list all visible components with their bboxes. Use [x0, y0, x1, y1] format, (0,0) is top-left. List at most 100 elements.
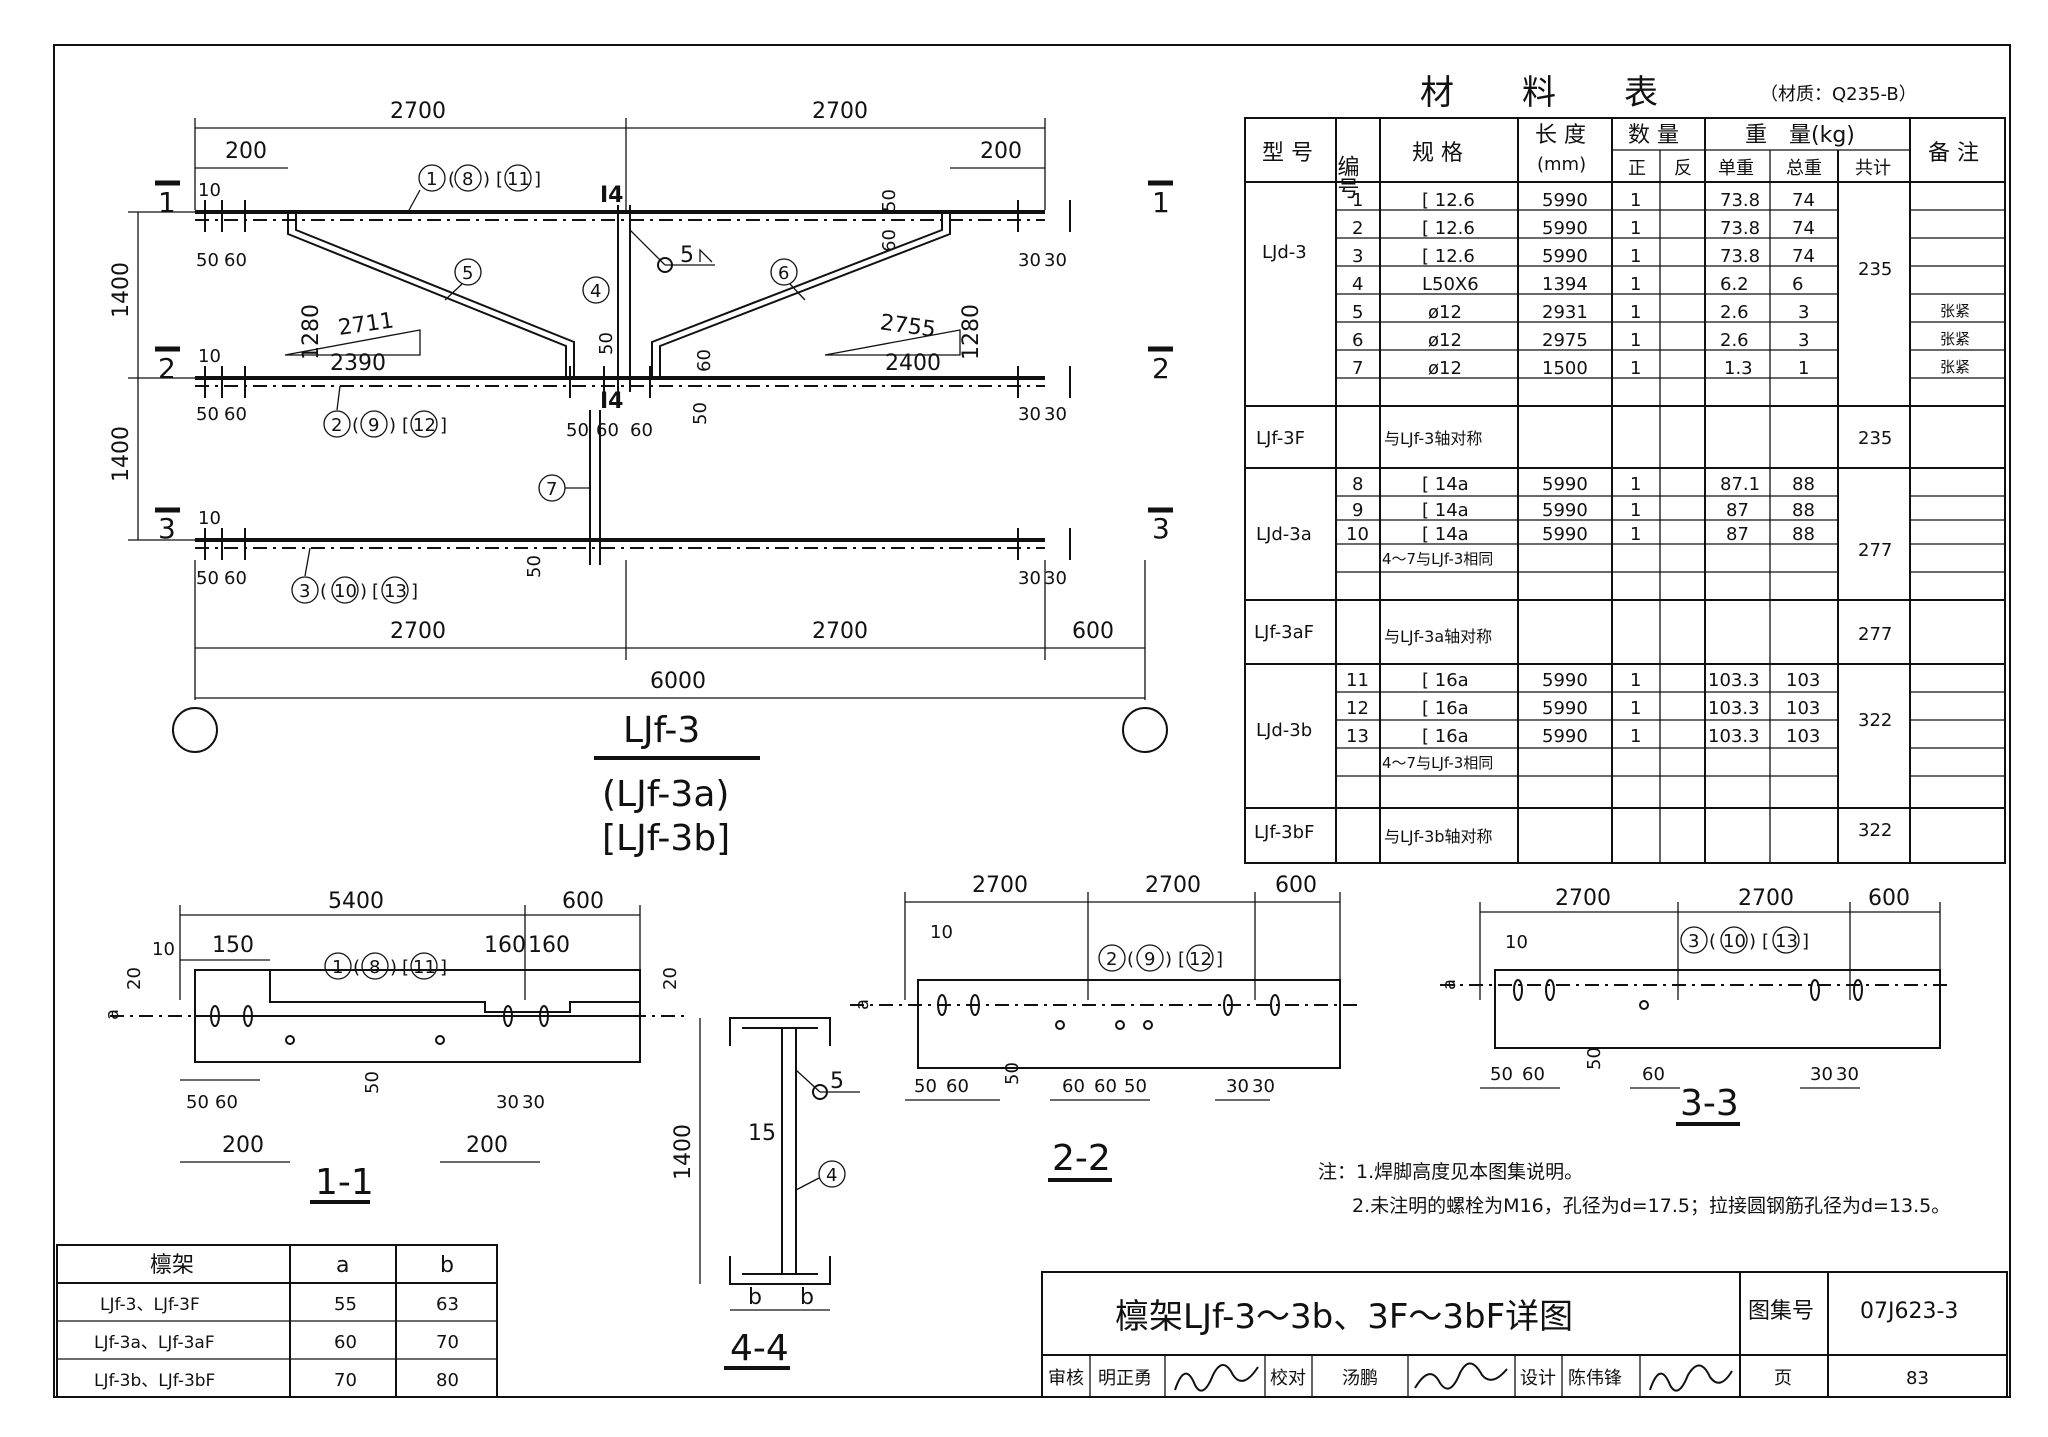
s22-dim-60a: 60: [946, 1076, 969, 1097]
th-qty-pos: 正: [1628, 158, 1646, 179]
row-unit: 87: [1726, 524, 1749, 545]
dim-center-60b: 60: [630, 420, 653, 441]
main-view-subtitle-b: [LJf-3b]: [602, 818, 730, 859]
row-no: 2: [1352, 218, 1363, 239]
row-no: 13: [1346, 726, 1369, 747]
s11-dim-30b: 30: [522, 1092, 545, 1113]
table-row: 8 [ 14a 5990 1 87.1 88: [1352, 474, 1815, 495]
s22-callout-2: 2: [1106, 949, 1117, 970]
dim-10-row1: 10: [198, 180, 221, 201]
section-1-1-title: 1-1: [315, 1162, 374, 1203]
row-unit: 1.3: [1724, 358, 1753, 379]
callout-3: 3: [299, 581, 310, 602]
ab-row-2-name: LJf-3b、LJf-3bF: [94, 1371, 215, 1391]
s11-dim-160b: 160: [528, 933, 570, 958]
th-length-unit: (mm): [1537, 154, 1586, 175]
slope-right-rise: 1280: [959, 304, 984, 360]
row-no: 12: [1346, 698, 1369, 719]
slope-left-run: 2390: [330, 351, 386, 376]
row-len: 5990: [1542, 726, 1588, 747]
s33-callout-10: 10: [1723, 931, 1746, 952]
title-block: 檩架LJf-3～3b、3F～3bF详图 图集号 07J623-3 审核 明正勇 …: [1041, 1271, 2008, 1398]
dims-5060: 50 60 50 60 50 60: [196, 250, 247, 589]
row-total: 3: [1798, 302, 1809, 323]
s33-dim-600: 600: [1868, 886, 1910, 911]
th-type: 型 号: [1262, 141, 1313, 166]
s22-dim-600: 600: [1275, 873, 1317, 898]
row-total: 1: [1798, 358, 1809, 379]
row-total: 74: [1792, 190, 1815, 211]
s11-dim-600: 600: [562, 889, 604, 914]
weld-size-5: 5: [680, 243, 694, 268]
callout-13: 13: [384, 581, 407, 602]
row-no: 5: [1352, 302, 1363, 323]
svg-text:[: [: [402, 957, 409, 978]
s11-dim-50: 50: [186, 1092, 209, 1113]
th-qty-neg: 反: [1674, 158, 1692, 179]
table-row: 11 [ 16a 5990 1 103.3 103: [1346, 670, 1820, 691]
check-label: 校对: [1270, 1368, 1306, 1389]
row-note: 张紧: [1940, 302, 1970, 320]
s33-dim-50: 50: [1490, 1064, 1513, 1085]
s11-dim-160a: 160: [484, 933, 526, 958]
group-type-ljd-3: LJd-3: [1262, 242, 1307, 263]
hole-ticks: [204, 200, 1071, 560]
drawing-title: 檩架LJf-3～3b、3F～3bF详图: [1115, 1297, 1573, 1337]
row-no: 8: [1352, 474, 1363, 495]
ab-table: 檩架 a b LJf-3、LJf-3F 55 63 LJf-3a、LJf-3aF…: [56, 1244, 498, 1398]
svg-text:): ): [483, 169, 490, 190]
row-spec: [ 14a: [1422, 524, 1469, 545]
row-qty: 1: [1630, 190, 1641, 211]
s33-dim-10: 10: [1505, 932, 1528, 953]
dim-50-r3: 50: [196, 568, 219, 589]
table-row: 13 [ 16a 5990 1 103.3 103: [1346, 726, 1820, 747]
s22-dim-50a: 50: [914, 1076, 937, 1097]
row-unit: 103.3: [1708, 698, 1760, 719]
s44-weld-5: 5: [830, 1069, 844, 1094]
row-qty: 1: [1630, 474, 1641, 495]
row-unit: 103.3: [1708, 726, 1760, 747]
table-row: LJf-3b、LJf-3bF 70 80: [94, 1370, 459, 1391]
chord-lines: [195, 210, 1045, 549]
design-label: 设计: [1520, 1368, 1556, 1389]
svg-text:[: [: [372, 581, 379, 602]
dim-center-50: 50: [566, 420, 589, 441]
ab-row-0-name: LJf-3、LJf-3F: [100, 1295, 200, 1315]
cut-mark-1-right: 1: [1152, 186, 1170, 219]
row-total: 103: [1786, 726, 1820, 747]
row-total: 103: [1786, 698, 1820, 719]
s11-dim-20-left: 20: [124, 967, 145, 990]
main-view: 2700 2700 200 200 1400 1400 1 2 3 1 2 3: [109, 99, 1173, 859]
svg-text:]: ]: [534, 169, 541, 190]
table-row: 5 ø12 2931 1 2.6 3 张紧: [1352, 302, 1970, 323]
dim-center-60a: 60: [596, 420, 619, 441]
s33-dim-30a: 30: [1810, 1064, 1833, 1085]
table-row: 6 ø12 2975 1 2.6 3 张紧: [1352, 330, 1970, 351]
svg-text:]: ]: [1802, 931, 1809, 952]
row-note: 张紧: [1940, 330, 1970, 348]
s11-dim-a: a: [102, 1009, 123, 1020]
svg-text:): ): [390, 957, 397, 978]
s11-dim-200a: 200: [222, 1133, 264, 1158]
svg-text:[: [: [1178, 949, 1185, 970]
svg-text:): ): [1749, 931, 1756, 952]
row-len: 5990: [1542, 524, 1588, 545]
dim-1400-bottom: 1400: [109, 426, 134, 482]
row-no: 4: [1352, 274, 1363, 295]
designer-name: 陈伟锋: [1568, 1368, 1622, 1389]
dim-50-vert-a: 50: [879, 189, 900, 212]
row-qty: 1: [1630, 698, 1641, 719]
row-total: 88: [1792, 474, 1815, 495]
dim-bot-2700b: 2700: [812, 619, 868, 644]
s11-callout-8: 8: [369, 957, 380, 978]
th-unit-weight: 单重: [1718, 158, 1754, 179]
callout-6: 6: [778, 263, 789, 284]
dim-50-r1: 50: [196, 250, 219, 271]
s22-dim-2700b: 2700: [1145, 873, 1201, 898]
row-no: 11: [1346, 670, 1369, 691]
row-len: 5990: [1542, 218, 1588, 239]
checker-name: 汤鹏: [1342, 1368, 1378, 1389]
dim-200-left: 200: [225, 139, 267, 164]
s33-dim-50-vert: 50: [1584, 1047, 1605, 1070]
page-label: 页: [1774, 1368, 1792, 1389]
